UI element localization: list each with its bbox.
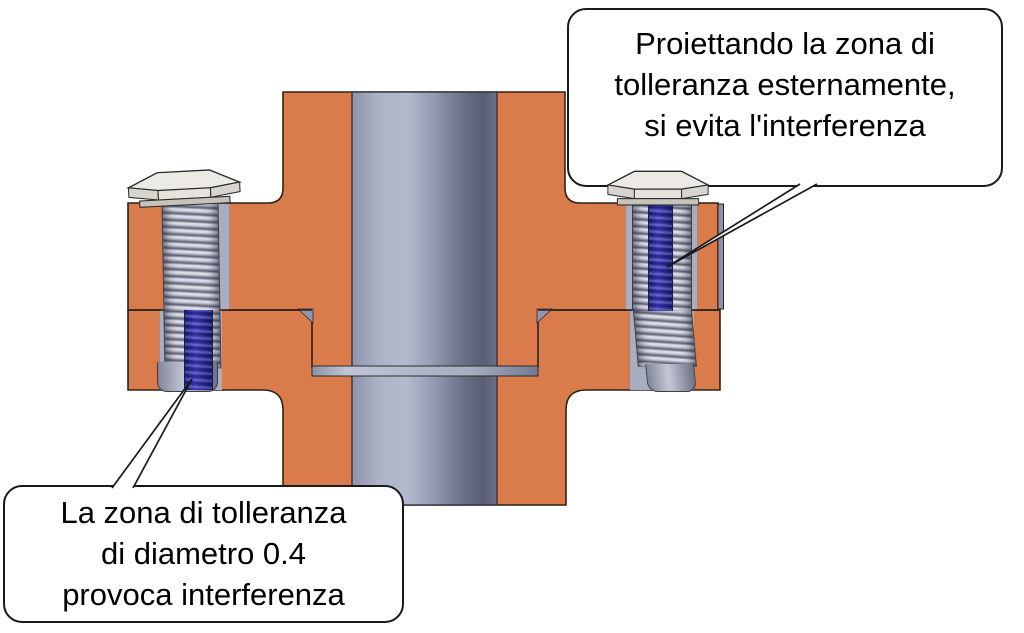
callout-left: La zona di tolleranza di diametro 0.4 pr… bbox=[3, 485, 404, 623]
tolerance-zone-left bbox=[184, 310, 213, 390]
callout-right-line3: si evita l'interferenza bbox=[644, 108, 926, 143]
left-bolt-head bbox=[125, 161, 243, 209]
chamfer-right bbox=[536, 308, 554, 324]
right-bolt-head bbox=[606, 164, 710, 206]
callout-right: Proiettando la zona di tolleranza estern… bbox=[567, 8, 1003, 187]
callout-right-line2: tolleranza esternamente, bbox=[614, 67, 956, 102]
pipe bbox=[351, 91, 498, 506]
callout-left-line2: di diametro 0.4 bbox=[100, 536, 307, 571]
tolerance-zone-right bbox=[648, 204, 673, 311]
gasket-gap bbox=[311, 365, 539, 377]
chamfer-left bbox=[296, 308, 314, 324]
right-bolt-threads-lower bbox=[633, 311, 697, 367]
callout-left-line3: provoca interferenza bbox=[62, 577, 345, 612]
callout-left-line1: La zona di tolleranza bbox=[60, 495, 347, 530]
right-bolt-tip bbox=[645, 364, 697, 392]
wing-side-shade bbox=[717, 203, 724, 310]
callout-right-line1: Proiettando la zona di bbox=[635, 26, 935, 61]
